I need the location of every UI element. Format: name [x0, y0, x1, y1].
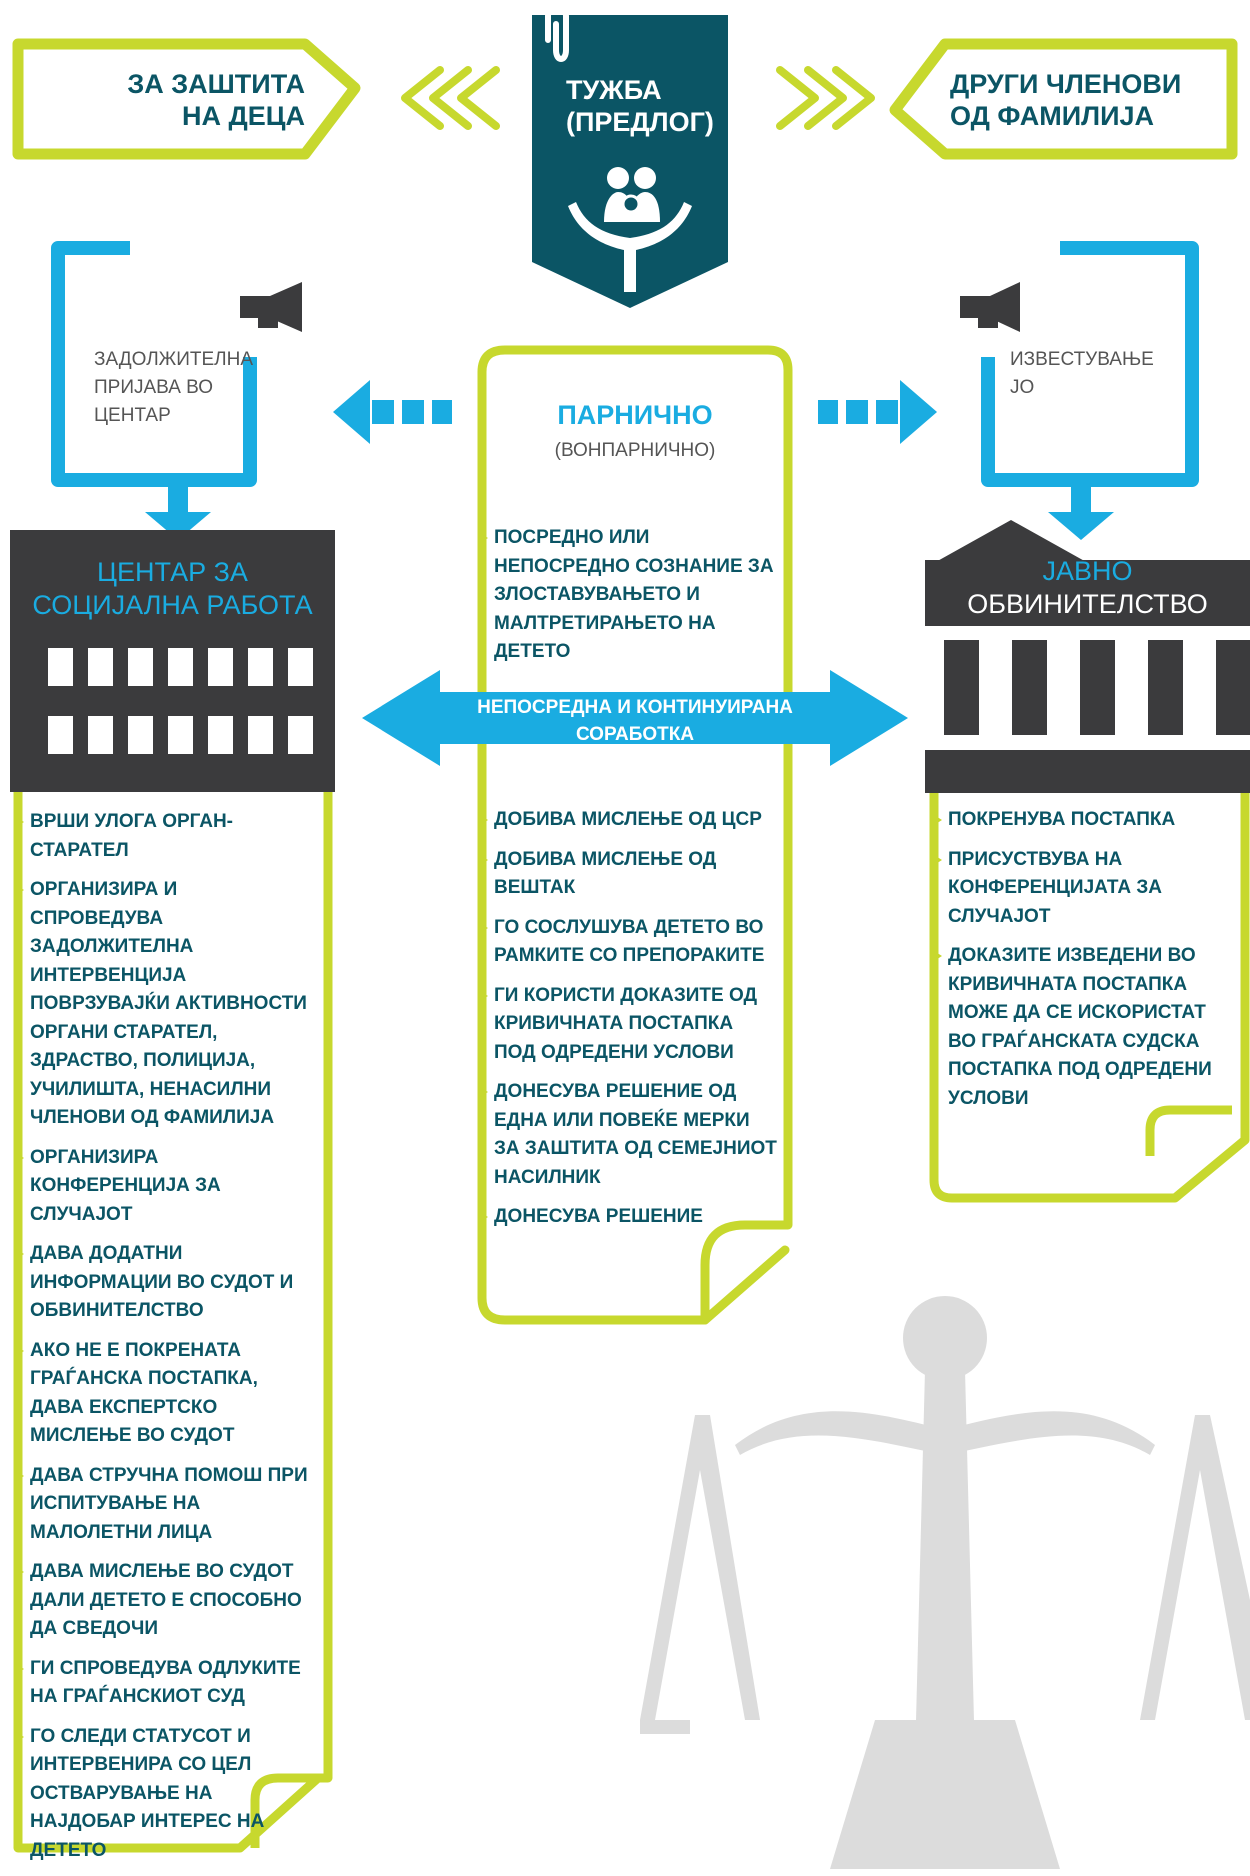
jo-document-outline — [929, 793, 1250, 1203]
csr-title-line: СОЦИЈАЛНА РАБОТА — [32, 590, 313, 620]
center-document-outline — [477, 345, 793, 1325]
right-flow-arrowhead — [1048, 512, 1114, 540]
double-chevron-right-icon — [776, 66, 875, 130]
right-flow-label-line: ИЗВЕСТУВАЊЕ — [1010, 349, 1154, 370]
intro-line: НЕПОСРЕДНО СОЗНАНИЕ ЗА — [494, 555, 774, 577]
list-item: ДАВА МИСЛЕЊЕ ВО СУДОТ ДАЛИ ДЕТЕТО Е СПОС… — [14, 1558, 314, 1644]
center-title: ПАРНИЧНО — [557, 400, 713, 430]
top-left-label-line2: НА ДЕЦА — [182, 101, 305, 131]
list-item: ДОНЕСУВА РЕШЕНИЕ ОД ЕДНА ИЛИ ПОВЕЌЕ МЕРК… — [478, 1078, 778, 1192]
top-left-label-line1: ЗА ЗАШТИТА — [127, 69, 305, 99]
left-flow-label: ЗАДОЛЖИТЕЛНА ПРИЈАВА ВО ЦЕНТАР — [94, 346, 254, 430]
list-item: ГИ СПРОВЕДУВА ОДЛУКИТЕ НА ГРАЃАНСКИОТ СУ… — [14, 1655, 314, 1712]
center-intro: ПОСРЕДНО ИЛИ НЕПОСРЕДНО СОЗНАНИЕ ЗА ЗЛОС… — [478, 524, 778, 667]
left-flow-arrowhead — [145, 512, 211, 540]
double-chevron-left-icon — [401, 66, 500, 130]
scales-of-justice-icon — [640, 1296, 1250, 1869]
courthouse-icon — [925, 520, 1250, 793]
center-subtitle: (ВОНПАРНИЧНО) — [554, 440, 716, 461]
collaboration-label: НЕПОСРЕДНА И КОНТИНУИРАНА СОРАБОТКА — [440, 694, 830, 748]
list-item: АКО НЕ Е ПОКРЕНАТА ГРАЃАНСКА ПОСТАПКА, Д… — [14, 1337, 314, 1451]
jo-items: ПОКРЕНУВА ПОСТАПКА ПРИСУСТВУВА НА КОНФЕР… — [932, 806, 1232, 1124]
csr-title: ЦЕНТАР ЗА СОЦИЈАЛНА РАБОТА — [10, 556, 335, 622]
intro-line: ЗЛОСТАВУВАЊЕТО И — [494, 584, 700, 605]
paperclip-icon — [545, 4, 569, 62]
intro-line: ПОСРЕДНО ИЛИ — [494, 527, 650, 548]
top-left-box-outline — [12, 38, 361, 160]
left-flow-label-line: ЗАДОЛЖИТЕЛНА — [94, 349, 254, 370]
jo-title-line: ЈАВНО — [1042, 556, 1133, 586]
dashed-arrow-left — [333, 380, 452, 444]
top-right-label-line1: ДРУГИ ЧЛЕНОВИ — [950, 69, 1182, 99]
right-flow-label: ИЗВЕСТУВАЊЕ ЈО — [1010, 346, 1180, 402]
list-item: ОРГАНИЗИРА И СПРОВЕДУВА ЗАДОЛЖИТЕЛНА ИНТ… — [14, 876, 314, 1133]
megaphone-icon — [960, 282, 1020, 332]
collaboration-label-line: НЕПОСРЕДНА И КОНТИНУИРАНА — [477, 697, 793, 718]
dashed-arrow-right — [818, 380, 937, 444]
csr-title-line: ЦЕНТАР ЗА — [97, 557, 248, 587]
center-tag — [532, 15, 728, 308]
top-right-label: ДРУГИ ЧЛЕНОВИ ОД ФАМИЛИЈА — [950, 68, 1220, 132]
list-item: ГИ КОРИСТИ ДОКАЗИТЕ ОД КРИВИЧНАТА ПОСТАП… — [478, 982, 778, 1068]
top-right-box-outline — [889, 38, 1238, 160]
intro-line: МАЛТРЕТИРАЊЕТО НА — [494, 612, 716, 634]
building-windows — [48, 648, 313, 754]
left-flow-label-line: ЦЕНТАР — [94, 405, 171, 426]
list-item: ДОНЕСУВА РЕШЕНИЕ — [478, 1203, 778, 1232]
jo-title: ЈАВНО ОБВИНИТЕЛСТВО — [925, 555, 1250, 621]
megaphone-icon — [240, 282, 302, 332]
list-item: ПРИСУСТВУВА НА КОНФЕРЕНЦИЈАТА ЗА СЛУЧАЈО… — [932, 846, 1232, 932]
collaboration-label-line: СОРАБОТКА — [575, 724, 695, 745]
list-item: ДОБИВА МИСЛЕЊЕ ОД ВЕШТАК — [478, 846, 778, 903]
right-flow-line — [981, 241, 1199, 487]
list-item: ДОБИВА МИСЛЕЊЕ ОД ЦСР — [478, 806, 778, 835]
left-flow-line — [51, 241, 257, 487]
list-item: ГО СЛЕДИ СТАТУСОТ И ИНТЕРВЕНИРА СО ЦЕЛ О… — [14, 1723, 314, 1866]
csr-items: ВРШИ УЛОГА ОРГАН-СТАРАТЕЛ ОРГАНИЗИРА И С… — [14, 808, 314, 1876]
center-items: ДОБИВА МИСЛЕЊЕ ОД ЦСР ДОБИВА МИСЛЕЊЕ ОД … — [478, 806, 778, 1243]
jo-title-line: ОБВИНИТЕЛСТВО — [967, 589, 1208, 619]
top-left-label: ЗА ЗАШТИТА НА ДЕЦА — [120, 68, 305, 132]
center-tag-line1: ТУЖБА — [566, 75, 662, 105]
list-item: ВРШИ УЛОГА ОРГАН-СТАРАТЕЛ — [14, 808, 314, 865]
list-item: ОРГАНИЗИРА КОНФЕРЕНЦИЈА ЗА СЛУЧАЈОТ — [14, 1144, 314, 1230]
center-tag-label: ТУЖБА (ПРЕДЛОГ) — [540, 74, 740, 138]
center-tag-line2: (ПРЕДЛОГ) — [566, 107, 714, 137]
top-right-label-line2: ОД ФАМИЛИЈА — [950, 101, 1155, 131]
list-item: ДАВА СТРУЧНА ПОМОШ ПРИ ИСПИТУВАЊЕ НА МАЛ… — [14, 1462, 314, 1548]
list-item: ГО СОСЛУШУВА ДЕТЕТО ВО РАМКИТЕ СО ПРЕПОР… — [478, 914, 778, 971]
left-flow-label-line: ПРИЈАВА ВО — [94, 377, 213, 398]
intro-line: ДЕТЕТО — [494, 641, 571, 662]
list-item: ПОКРЕНУВА ПОСТАПКА — [932, 806, 1232, 835]
center-intro-item: ПОСРЕДНО ИЛИ НЕПОСРЕДНО СОЗНАНИЕ ЗА ЗЛОС… — [478, 524, 778, 667]
list-item: ДОКАЗИТЕ ИЗВЕДЕНИ ВО КРИВИЧНАТА ПОСТАПКА… — [932, 942, 1232, 1113]
collaboration-double-arrow — [362, 670, 908, 766]
list-item: ДАВА ДОДАТНИ ИНФОРМАЦИИ ВО СУДОТ И ОБВИН… — [14, 1240, 314, 1326]
right-flow-label-line: ЈО — [1010, 377, 1035, 398]
family-hands-icon — [568, 167, 692, 292]
